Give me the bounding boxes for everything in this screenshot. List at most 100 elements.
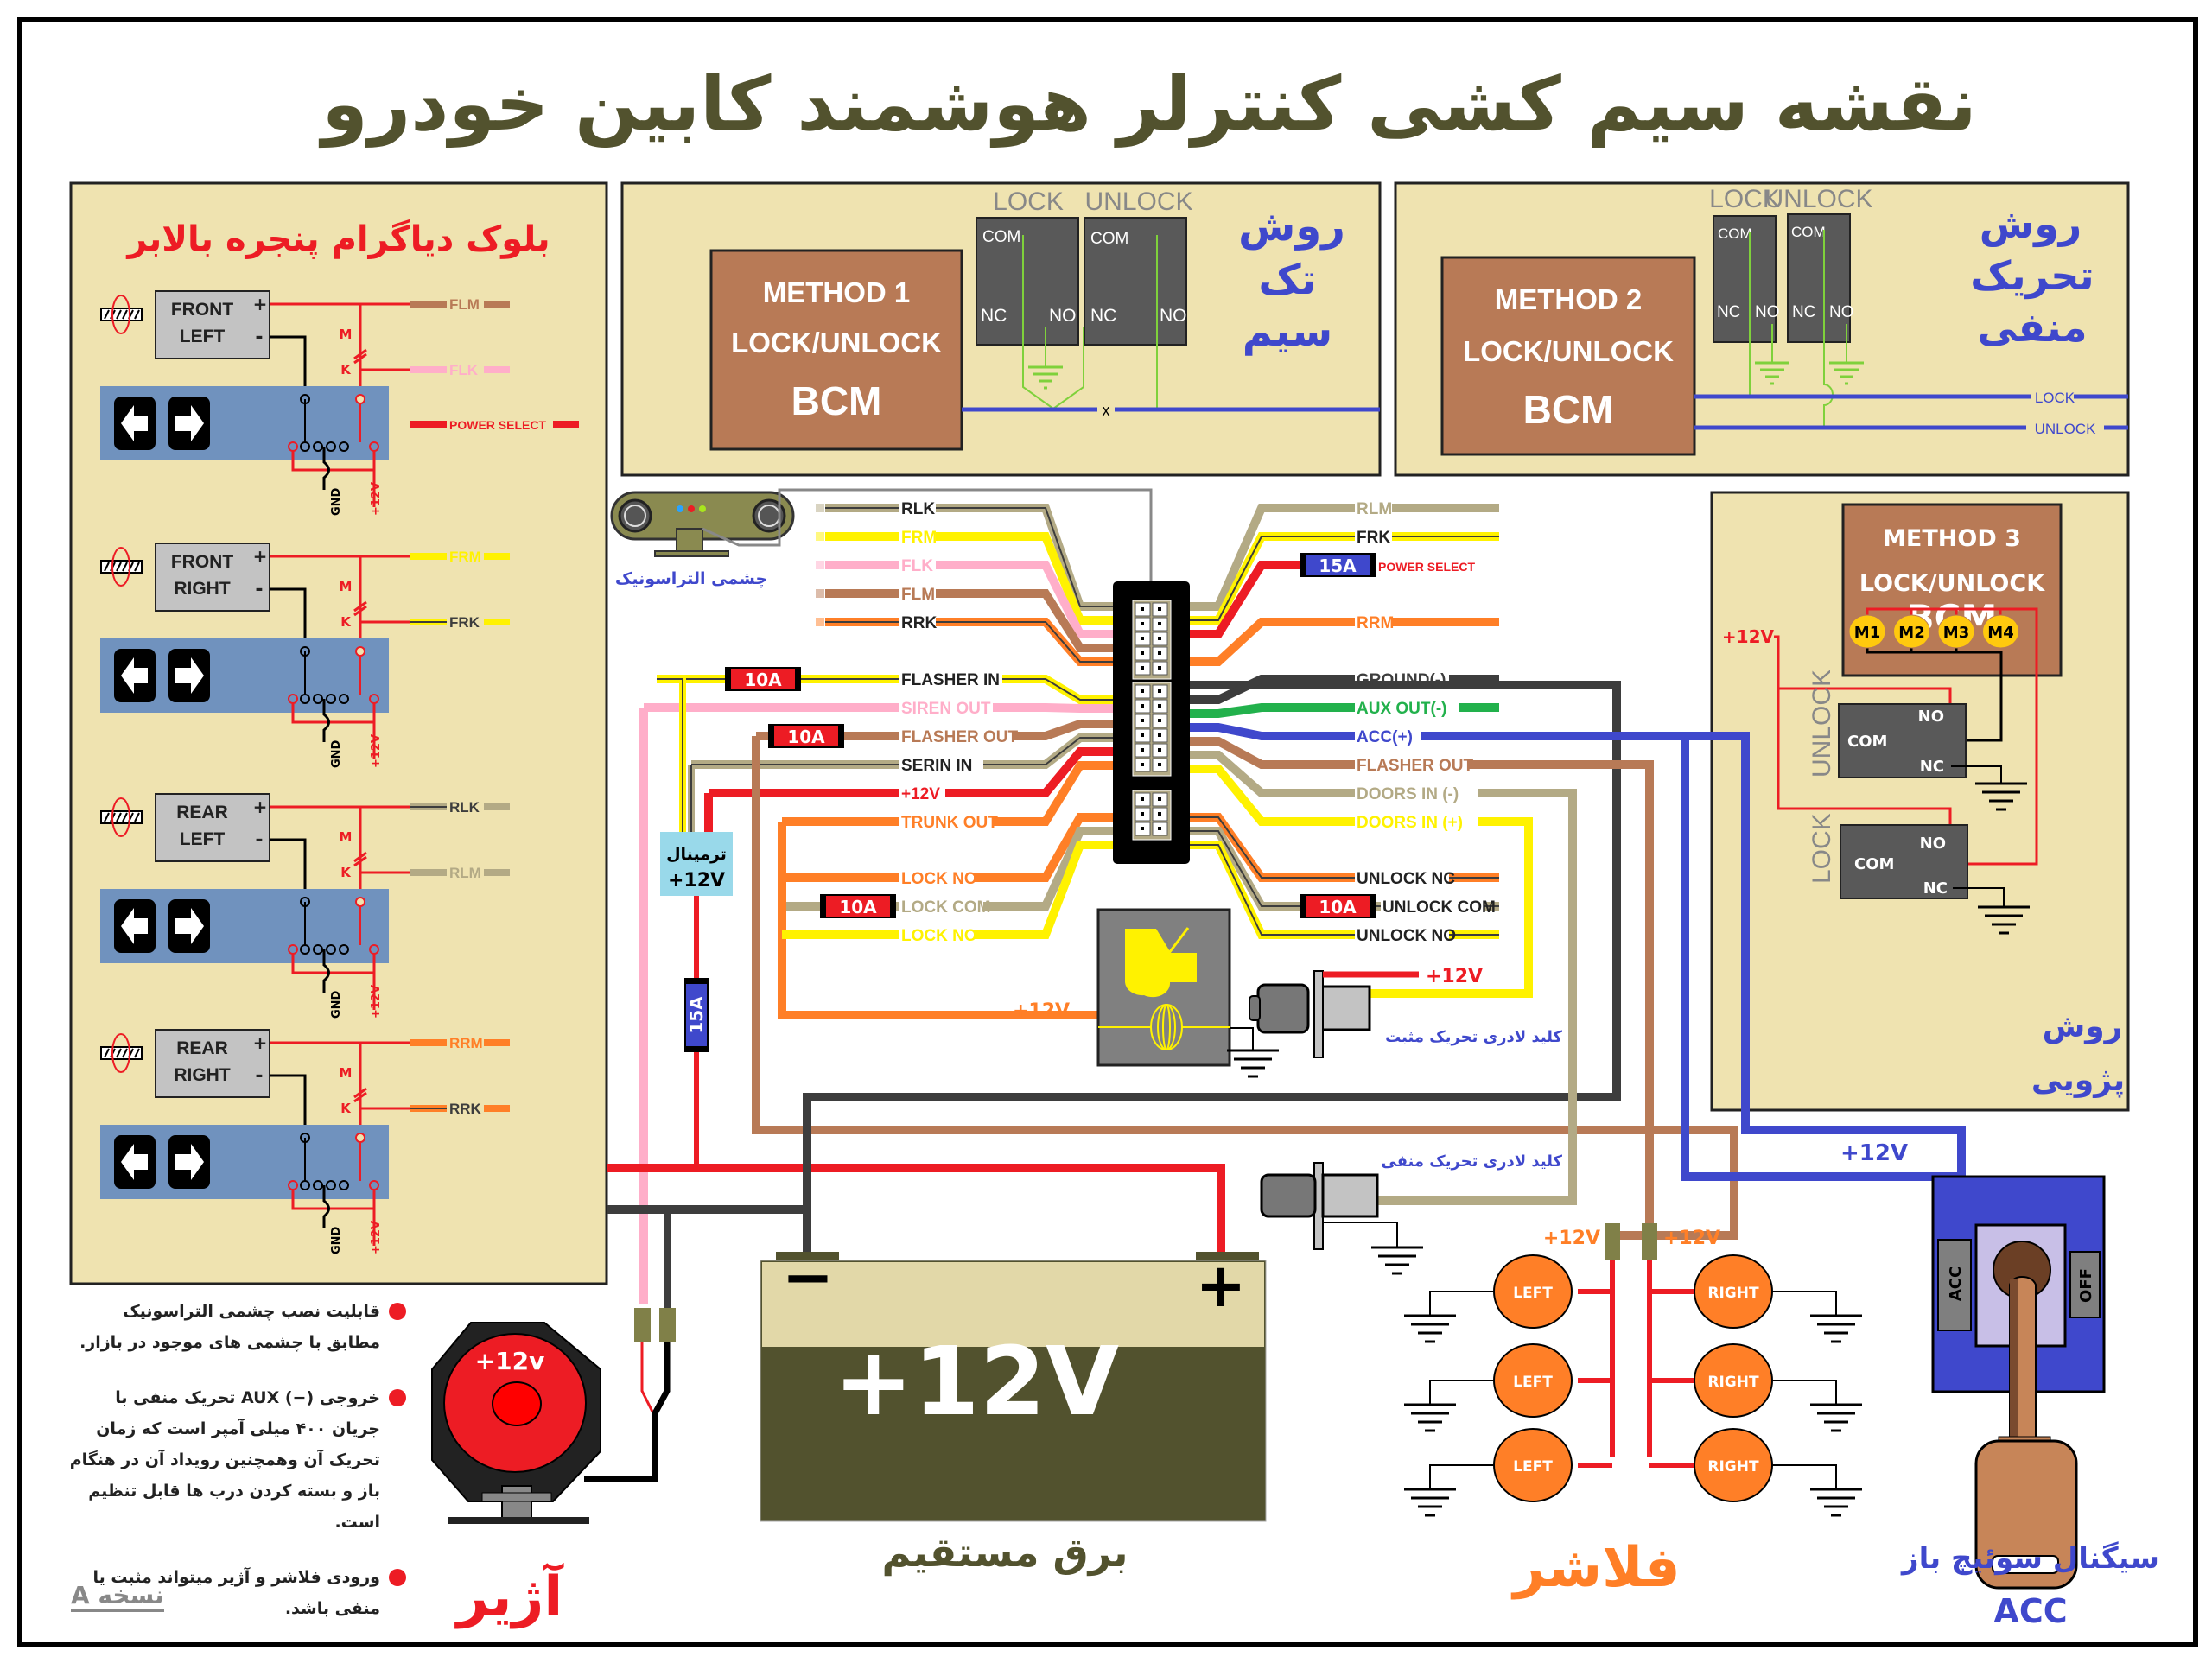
rotation-icon	[111, 1033, 130, 1073]
flasher-lamp-label: LEFT	[1513, 1285, 1553, 1302]
wire	[752, 736, 1738, 1240]
note-item: ورودی فلاشر و آژیر میتواند مثبت یا منفی …	[69, 1562, 406, 1624]
relay-com-label: COM	[1718, 225, 1752, 242]
relay-com-label: COM	[1854, 855, 1894, 873]
outer-frame	[17, 17, 2198, 1647]
plus-terminal: +	[253, 294, 268, 314]
motor-label-line1: REAR	[176, 1038, 228, 1058]
wire	[983, 827, 1113, 911]
wire	[1002, 675, 1113, 704]
wire	[1370, 817, 1533, 998]
wire-label-rlm: RLM	[449, 865, 481, 881]
acc-caption: سیگنال سوئیچ باز	[1900, 1541, 2159, 1576]
wire	[974, 841, 1113, 939]
v12-label: +12V	[370, 482, 383, 516]
plus-terminal: +	[253, 1032, 268, 1053]
motor-label-line2: RIGHT	[174, 1065, 231, 1085]
method1-panel: METHOD 1 LOCK/UNLOCK BCM LOCK UNLOCK COM…	[620, 181, 1382, 477]
arrow-right-icon	[175, 908, 204, 944]
relay-com-label: COM	[982, 228, 1020, 246]
wire	[1190, 675, 1355, 704]
relay-com-label: COM	[1791, 224, 1826, 240]
motor-label-line2: RIGHT	[174, 579, 231, 599]
acc-caption-acc: ACC	[1993, 1592, 2067, 1630]
flasher-left-v12: +12V	[1543, 1228, 1600, 1249]
wire	[936, 561, 1113, 638]
method3-unlock-relay	[1838, 703, 1967, 778]
fuse-icon: 10A	[768, 724, 844, 748]
motor-box	[155, 543, 270, 612]
window-lift-panel: بلوک دیاگرام پنجره بالابر	[69, 181, 608, 1285]
door-switch-pos-label: کلید لادری تحریک مثبت	[1385, 1028, 1562, 1046]
relay-com-label: COM	[1847, 733, 1887, 751]
gnd-label: GND	[330, 739, 343, 768]
method1-lock-relay	[976, 217, 1079, 346]
wire	[1012, 720, 1113, 740]
fuse-label: 15A	[1319, 555, 1357, 576]
siren-voltage: +12v	[475, 1347, 545, 1375]
method2-lock-relay	[1713, 215, 1777, 343]
method1-title: METHOD 1	[763, 276, 911, 308]
fuse-icon: 10A	[725, 667, 801, 691]
arrow-right-icon	[175, 657, 204, 694]
wire-label: LOCK NC	[901, 870, 976, 888]
wire-label: FRM	[901, 529, 937, 547]
gnd-label: GND	[330, 990, 343, 1019]
battery: − + +12V برق مستقیم	[760, 1241, 1267, 1576]
flasher: +12V +12V فلاشر LEFTLEFTLEFTRIGHTRIGHTRI…	[1402, 1223, 1864, 1600]
wire-label: RRM	[1357, 614, 1394, 632]
wire	[778, 822, 1098, 1019]
wire	[936, 589, 1113, 652]
method1-caption-l1: روش	[1238, 202, 1345, 251]
wire	[1377, 789, 1577, 1205]
battery-minus-sign: −	[782, 1241, 834, 1313]
relay-com-label: COM	[1090, 230, 1128, 248]
wire-label: +12V	[901, 785, 940, 803]
relay-nc-label: NC	[1920, 758, 1944, 776]
wire	[936, 532, 1113, 625]
door-switch-pos-v12: +12V	[1426, 966, 1483, 987]
wire-label: RLM	[1357, 500, 1392, 518]
flasher-caption: فلاشر	[1510, 1536, 1680, 1600]
flasher-right-v12: +12V	[1663, 1228, 1720, 1249]
minus-terminal: -	[255, 579, 263, 600]
wire-label: LOCK NO	[901, 927, 977, 945]
wire	[657, 676, 686, 832]
relay-nc-label: NC	[1792, 303, 1815, 321]
flasher-lamp-label: LEFT	[1513, 1458, 1553, 1476]
wire	[974, 813, 1113, 882]
wire-label: UNLOCK NC	[1357, 870, 1455, 888]
motor-m-label: M	[340, 1065, 353, 1081]
window-panel-title: بلوک دیاگرام پنجره بالابر	[125, 219, 550, 259]
relay-no-label: NO	[1160, 306, 1187, 326]
wire	[1190, 751, 1355, 797]
rotation-icon	[111, 295, 130, 334]
wire	[1190, 703, 1355, 718]
connector-sleeve	[1642, 1223, 1657, 1260]
wire	[1190, 618, 1355, 666]
off-position-label: OFF	[2077, 1268, 2095, 1303]
minus-terminal: -	[255, 327, 263, 348]
method3-motor-label: M2	[1898, 624, 1924, 642]
motor-box	[155, 1029, 270, 1098]
terminal-label: ترمینال	[666, 845, 727, 864]
wire-label-flm: FLM	[449, 296, 480, 313]
method3-motor-label: M1	[1854, 624, 1880, 642]
door-switch-negative: کلید لادری تحریک منفی	[1260, 1152, 1563, 1275]
bullet-icon	[389, 1389, 406, 1406]
note-text: قابلیت نصب چشمی التراسونیک مطابق با چشمی…	[79, 1302, 380, 1352]
motor-m-label: M	[340, 829, 353, 845]
motor-label-line1: REAR	[176, 803, 228, 822]
arrow-left-icon	[121, 657, 148, 694]
motor-m-label: M	[340, 327, 353, 342]
wire	[1190, 504, 1355, 611]
motor-k-label: K	[340, 614, 352, 630]
method3-lock-relay	[1840, 824, 1968, 899]
note-item: خروجی (−) AUX تحریک منفی با جریان ۴۰۰ می…	[69, 1382, 406, 1538]
gnd-label: GND	[330, 487, 343, 516]
method1-unlock-relay	[1084, 217, 1187, 346]
wire	[945, 747, 1113, 797]
